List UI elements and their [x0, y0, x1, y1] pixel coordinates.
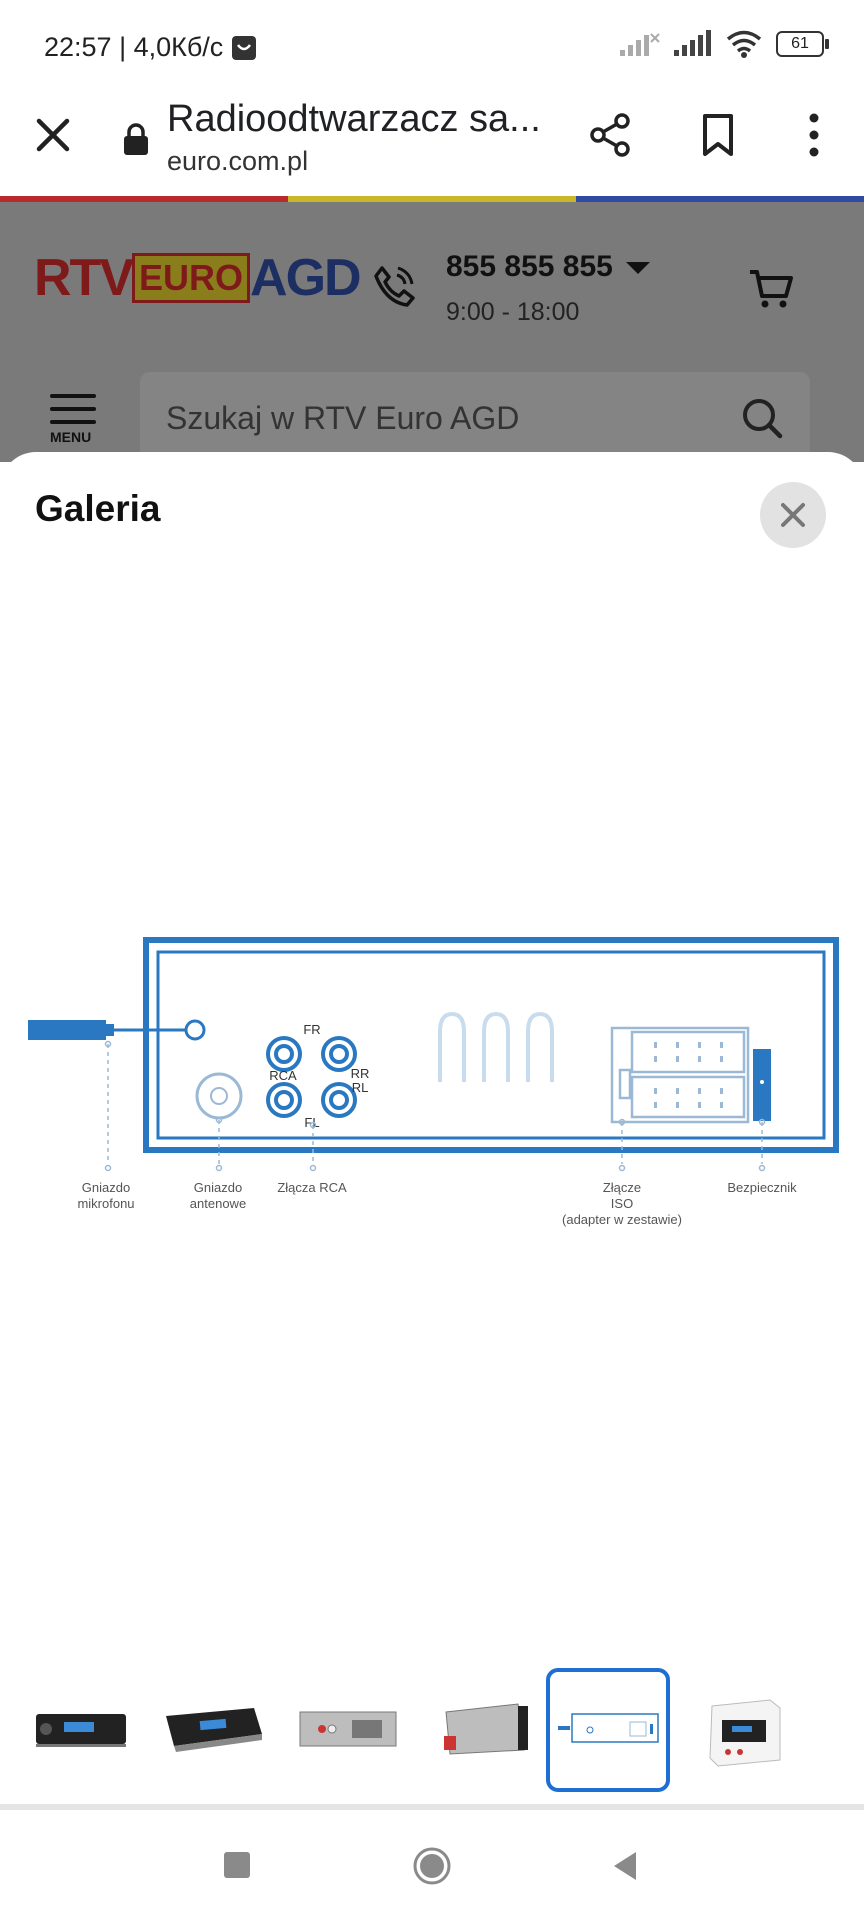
cart-icon[interactable]	[748, 268, 794, 310]
thumbnail-strip	[0, 1668, 864, 1804]
thumbnail-box-view[interactable]	[688, 1674, 800, 1786]
rtv-euro-agd-logo[interactable]: RTV EURO AGD	[34, 249, 362, 307]
search-icon[interactable]	[740, 396, 784, 440]
radio-rear-image	[299, 1711, 397, 1747]
phone-icon[interactable]	[372, 264, 416, 308]
thumbnail-angled-view[interactable]	[158, 1674, 270, 1786]
status-bar: 22:57 | 4,0Кб/с 61	[0, 0, 864, 96]
search-placeholder: Szukaj w RTV Euro AGD	[166, 400, 520, 436]
battery-indicator: 61	[776, 31, 829, 57]
caption-iso-2: ISO	[611, 1196, 633, 1211]
menu-label: MENU	[50, 429, 92, 445]
label-rl: RL	[352, 1080, 369, 1095]
label-rr: RR	[351, 1066, 370, 1081]
radio-front-image	[36, 1714, 126, 1747]
hotline-hours: 9:00 - 18:00	[446, 298, 580, 326]
status-time-speed: 22:57 | 4,0Кб/с	[44, 32, 224, 62]
thumbnail-front-view[interactable]	[24, 1674, 136, 1786]
status-right: 61	[620, 30, 829, 58]
system-navigation-bar	[0, 1816, 864, 1920]
close-tab-icon[interactable]	[30, 112, 76, 158]
thumbnail-side-view[interactable]	[426, 1674, 538, 1786]
rear-connector-diagram[interactable]: FR RCA RR RL FL	[0, 932, 864, 1272]
more-options-icon[interactable]	[800, 110, 828, 160]
browser-toolbar: Radioodtwarzacz sa... euro.com.pl	[0, 96, 864, 196]
brand-color-strip	[0, 196, 864, 202]
radio-box-image	[709, 1699, 781, 1767]
page-title[interactable]: Radioodtwarzacz sa...	[167, 98, 541, 140]
caption-rca: Złącza RCA	[277, 1180, 347, 1195]
bookmark-icon[interactable]	[698, 112, 738, 158]
gallery-sheet: Galeria FR RCA RR RL FL	[0, 452, 864, 1812]
gallery-close-button[interactable]	[760, 482, 826, 548]
caption-ant-1: Gniazdo	[194, 1180, 242, 1195]
wifi-icon	[726, 30, 762, 58]
lock-icon	[124, 123, 148, 155]
caption-ant-2: antenowe	[190, 1196, 246, 1211]
caption-mic-1: Gniazdo	[82, 1180, 130, 1195]
status-left: 22:57 | 4,0Кб/с	[44, 32, 257, 63]
search-input[interactable]: Szukaj w RTV Euro AGD	[140, 372, 810, 462]
menu-button[interactable]: MENU	[50, 394, 102, 445]
caption-mic-2: mikrofonu	[77, 1196, 134, 1211]
connector-diagram-image	[558, 1713, 659, 1743]
signal-icon	[674, 30, 711, 56]
thumbnail-connector-diagram[interactable]	[546, 1668, 670, 1792]
caption-iso-3: (adapter w zestawie)	[562, 1212, 682, 1227]
signal-x-icon	[620, 33, 660, 56]
label-rca: RCA	[269, 1068, 297, 1083]
hamburger-icon	[50, 394, 102, 424]
home-icon[interactable]	[412, 1846, 452, 1886]
recent-apps-icon[interactable]	[224, 1852, 250, 1878]
gallery-title: Galeria	[35, 488, 161, 529]
caption-iso-1: Złącze	[603, 1180, 641, 1195]
share-icon[interactable]	[588, 112, 632, 158]
close-icon	[781, 503, 805, 527]
thumbnail-rear-view[interactable]	[292, 1674, 404, 1786]
caption-fuse: Bezpiecznik	[727, 1180, 797, 1195]
page-url[interactable]: euro.com.pl	[167, 146, 309, 176]
back-icon[interactable]	[610, 1849, 640, 1883]
gallery-divider	[0, 1804, 864, 1810]
label-fr: FR	[303, 1022, 320, 1037]
notification-icon	[232, 35, 257, 60]
site-header: RTV EURO AGD 855 855 855 9:00 - 18:00 ME…	[0, 202, 864, 462]
chevron-down-icon[interactable]	[626, 262, 650, 274]
hotline-number[interactable]: 855 855 855	[446, 250, 613, 283]
radio-angled-image	[166, 1708, 262, 1752]
radio-side-image	[444, 1703, 528, 1755]
